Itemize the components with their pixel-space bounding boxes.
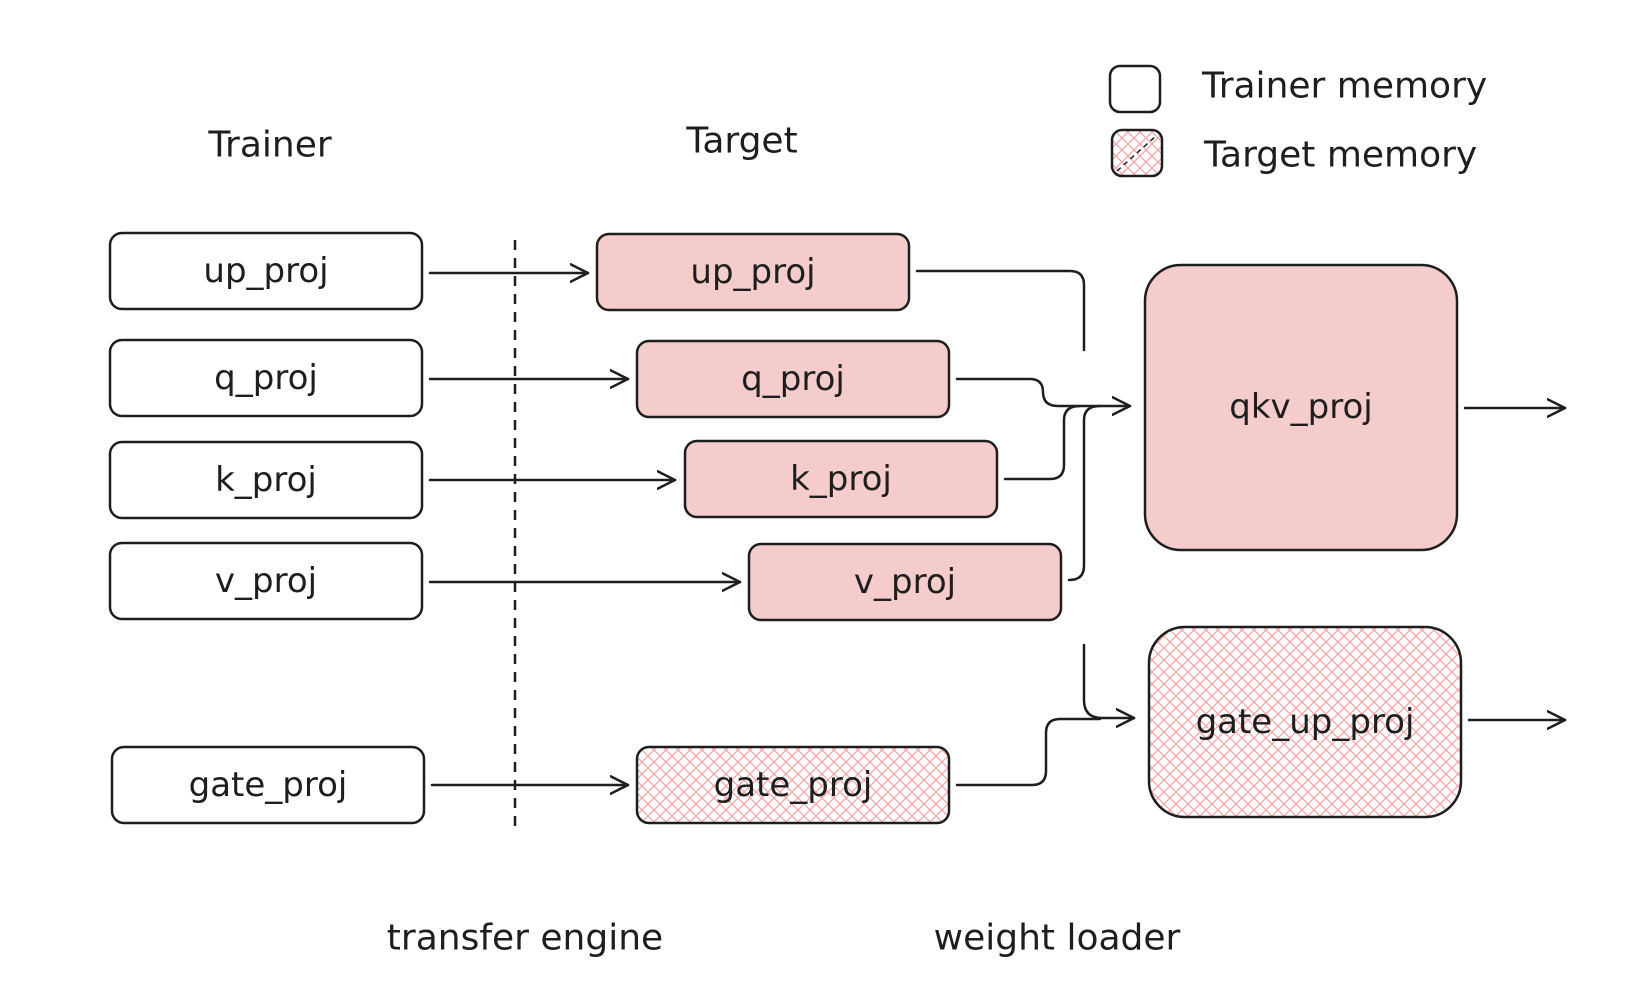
trainer-box-up-proj-label: up_proj <box>203 251 328 291</box>
connector-v-proj <box>1067 404 1102 582</box>
trainer-box-k-proj-label: k_proj <box>215 460 317 500</box>
weight-loader-connectors <box>915 269 1136 787</box>
target-box-k-proj <box>683 439 999 519</box>
legend-target-label: Target memory <box>1203 135 1477 176</box>
header-trainer: Trainer <box>207 125 332 166</box>
trainer-column: up_proj q_proj k_proj v_proj gate_proj <box>108 231 426 825</box>
trainer-box-gate-proj-label: gate_proj <box>189 765 348 805</box>
legend: Trainer memory Target memory <box>1108 64 1487 178</box>
footer-weight-loader: weight loader <box>934 918 1181 959</box>
footer-transfer-engine: transfer engine <box>387 918 663 959</box>
trainer-box-v-proj <box>108 541 424 621</box>
fused-column: qkv_proj gate_up_proj <box>1143 263 1463 819</box>
target-box-gate-proj <box>635 745 951 825</box>
transfer-arrows <box>428 273 742 785</box>
trainer-box-gate-proj <box>110 745 426 825</box>
connector-gate-proj <box>955 717 1102 787</box>
target-box-q-proj <box>635 339 951 419</box>
trainer-box-k-proj <box>108 440 424 520</box>
connector-up-proj-to-gate-up <box>1082 643 1136 718</box>
fused-box-qkv-proj <box>1143 263 1459 552</box>
connector-q-proj-to-qkv <box>955 377 1132 406</box>
connector-k-proj <box>1003 404 1082 481</box>
target-box-v-proj-label: v_proj <box>854 562 956 602</box>
target-box-up-proj-label: up_proj <box>690 252 815 292</box>
fused-box-qkv-proj-label: qkv_proj <box>1229 387 1372 427</box>
fused-box-gate-up-proj-label: gate_up_proj <box>1196 702 1415 742</box>
header-target: Target <box>685 121 797 162</box>
trainer-box-q-proj-label: q_proj <box>214 358 318 398</box>
target-box-gate-proj-label: gate_proj <box>714 765 873 805</box>
target-box-up-proj <box>595 232 911 312</box>
legend-trainer-swatch <box>1108 64 1162 114</box>
target-box-q-proj-label: q_proj <box>741 359 845 399</box>
trainer-box-q-proj <box>108 338 424 418</box>
connector-up-proj <box>915 269 1086 352</box>
target-box-v-proj <box>747 542 1063 622</box>
target-column: up_proj q_proj k_proj v_proj gate_proj <box>595 232 1063 825</box>
trainer-box-up-proj <box>108 231 424 311</box>
target-box-k-proj-label: k_proj <box>790 459 892 499</box>
fused-box-gate-up-proj <box>1147 625 1463 819</box>
legend-trainer-label: Trainer memory <box>1201 66 1487 107</box>
trainer-box-v-proj-label: v_proj <box>215 561 317 601</box>
